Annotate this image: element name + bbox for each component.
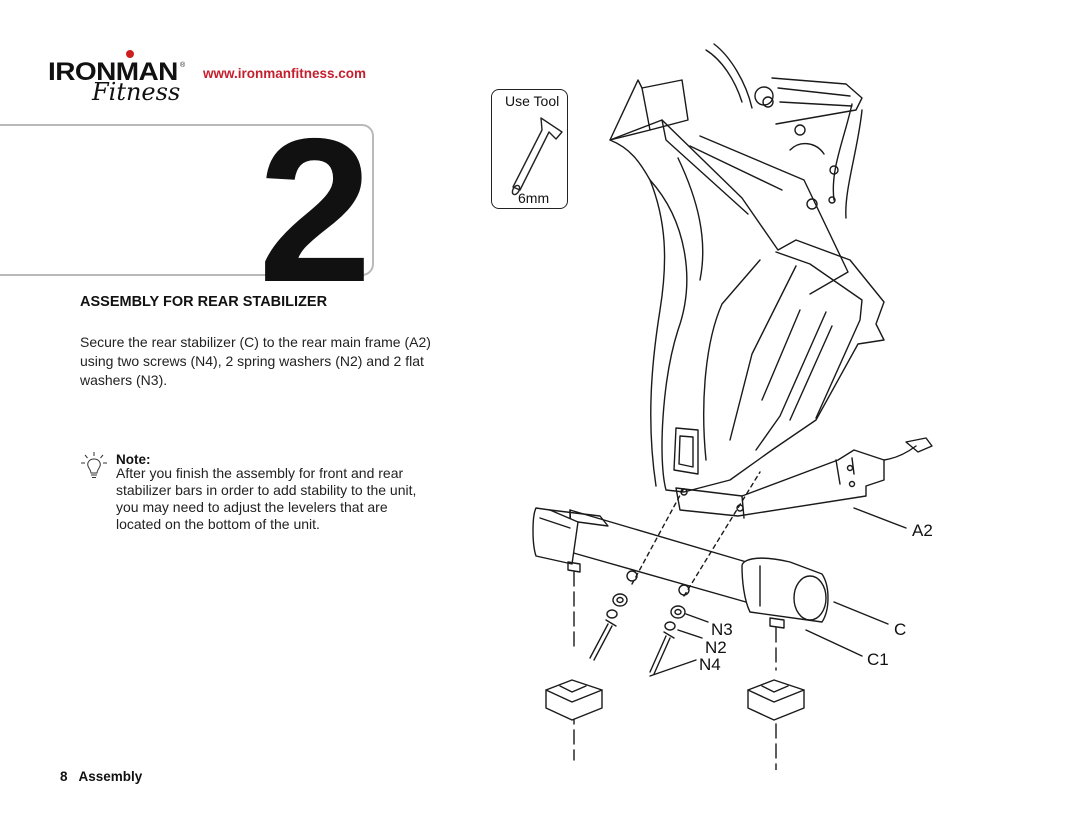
assembly-diagram xyxy=(532,43,933,770)
label-n2: N2 xyxy=(705,638,727,657)
logo-wordmark: IRONMAN xyxy=(48,58,178,86)
label-c: C xyxy=(894,620,907,639)
brand-logo: IRONMAN ® Fitness xyxy=(48,50,188,108)
logo-registered-mark: ® xyxy=(180,62,186,69)
hex-key-icon xyxy=(511,117,563,196)
page-footer: 8 Assembly xyxy=(60,769,142,784)
tool-box xyxy=(491,89,568,209)
page-number: 8 xyxy=(60,769,68,784)
tool-label: Use Tool xyxy=(505,93,560,109)
instruction-text: Secure the rear stabilizer (C) to the re… xyxy=(80,334,431,388)
label-c1: C1 xyxy=(867,650,889,669)
note-label: Note: xyxy=(116,452,151,467)
website-link[interactable]: www.ironmanfitness.com xyxy=(203,66,367,81)
label-n4: N4 xyxy=(699,655,721,674)
logo-dot xyxy=(126,50,134,58)
step-number: 2 xyxy=(258,96,372,325)
step-panel xyxy=(0,124,374,276)
lightbulb-icon xyxy=(81,452,107,478)
label-n3: N3 xyxy=(711,620,733,639)
tool-size: 6mm xyxy=(518,190,550,206)
logo-script: Fitness xyxy=(92,78,181,106)
label-a2: A2 xyxy=(912,521,933,540)
footer-section: Assembly xyxy=(78,769,143,784)
note-text: After you finish the assembly for front … xyxy=(116,465,417,532)
section-title: ASSEMBLY FOR REAR STABILIZER xyxy=(80,294,328,310)
